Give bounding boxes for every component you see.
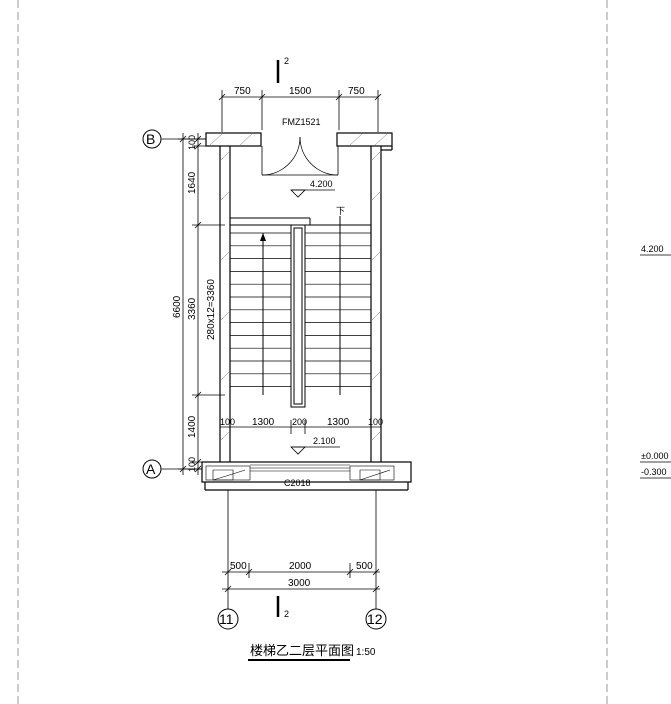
stair-outline bbox=[230, 216, 371, 408]
door-label: FMZ1521 bbox=[282, 117, 321, 127]
dim-top-2: 1500 bbox=[289, 86, 312, 97]
dim-mid-2: 1300 bbox=[252, 417, 275, 428]
window bbox=[205, 464, 395, 481]
door-swing bbox=[261, 136, 339, 176]
level-mark-lower bbox=[290, 446, 340, 455]
level-mark-upper bbox=[290, 189, 335, 198]
dim-left-5: 100 bbox=[187, 457, 197, 472]
dim-mid-4: 1300 bbox=[327, 417, 350, 428]
down-marker: 下 bbox=[336, 206, 345, 216]
section-mark-bottom-label: 2 bbox=[284, 609, 289, 619]
dim-mid-5: 100 bbox=[368, 417, 383, 427]
dim-bottom-3: 500 bbox=[356, 561, 373, 572]
axis-b-label: B bbox=[146, 131, 155, 147]
axis-a-label: A bbox=[146, 461, 156, 477]
dim-left-4: 1400 bbox=[187, 415, 198, 438]
level-lower-label: 2.100 bbox=[313, 436, 336, 446]
stair-walls bbox=[201, 132, 412, 491]
bottom-dimensions bbox=[222, 563, 380, 593]
axis-11-bubble bbox=[217, 608, 239, 630]
left-dimensions bbox=[178, 133, 225, 475]
wall-hatch bbox=[209, 133, 388, 441]
dim-left-total: 6600 bbox=[172, 295, 183, 318]
top-dimensions bbox=[218, 90, 382, 132]
dim-bottom-total: 3000 bbox=[288, 578, 311, 589]
section-mark-top-label: 2 bbox=[284, 56, 289, 66]
level-upper-label: 4.200 bbox=[310, 179, 333, 189]
axis-11-label: 11 bbox=[219, 611, 234, 627]
up-arrow bbox=[260, 233, 266, 241]
axis-12-bubble bbox=[365, 608, 387, 630]
right-level-2: ±0.000 bbox=[641, 451, 668, 461]
dim-mid-1: 100 bbox=[220, 417, 235, 427]
right-level-3: -0.300 bbox=[641, 467, 667, 477]
dim-bottom-1: 500 bbox=[230, 561, 247, 572]
stair-run-label: 280x12=3360 bbox=[206, 279, 217, 340]
dim-left-3: 3360 bbox=[187, 297, 198, 320]
right-level-1: 4.200 bbox=[641, 244, 664, 254]
dim-top-1: 750 bbox=[234, 86, 251, 97]
drawing-scale: 1:50 bbox=[356, 647, 376, 658]
dim-left-1: 100 bbox=[187, 135, 197, 150]
dim-bottom-2: 2000 bbox=[289, 561, 312, 572]
drawing-title: 楼梯乙二层平面图 bbox=[250, 643, 354, 658]
right-clip-levels bbox=[640, 254, 671, 479]
dim-left-2: 1640 bbox=[187, 171, 198, 194]
window-label: C2018 bbox=[284, 478, 311, 488]
axis-12-label: 12 bbox=[367, 611, 383, 627]
mid-dimensions bbox=[219, 420, 382, 434]
dim-top-3: 750 bbox=[348, 86, 365, 97]
dim-mid-3: 200 bbox=[292, 417, 307, 427]
stair-treads bbox=[230, 232, 371, 387]
